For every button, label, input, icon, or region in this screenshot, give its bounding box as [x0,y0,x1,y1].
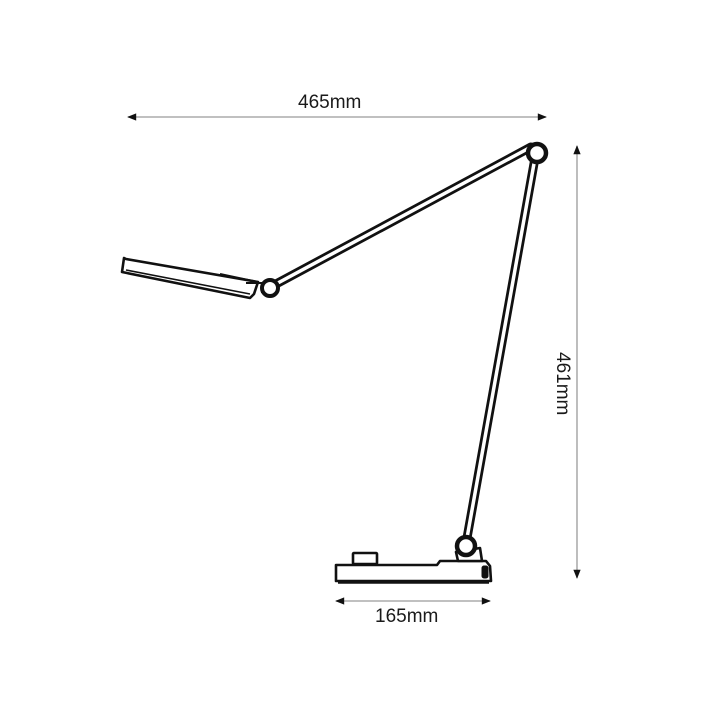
lamp-head [120,256,263,300]
upper-arm [271,142,536,289]
lamp-base [334,534,493,584]
width-label: 465mm [298,92,362,113]
top-joint [525,141,549,165]
base-width-label: 165mm [375,606,439,627]
head-joint [260,278,280,298]
lower-arm [462,153,540,543]
height-label: 461mm [552,352,573,416]
